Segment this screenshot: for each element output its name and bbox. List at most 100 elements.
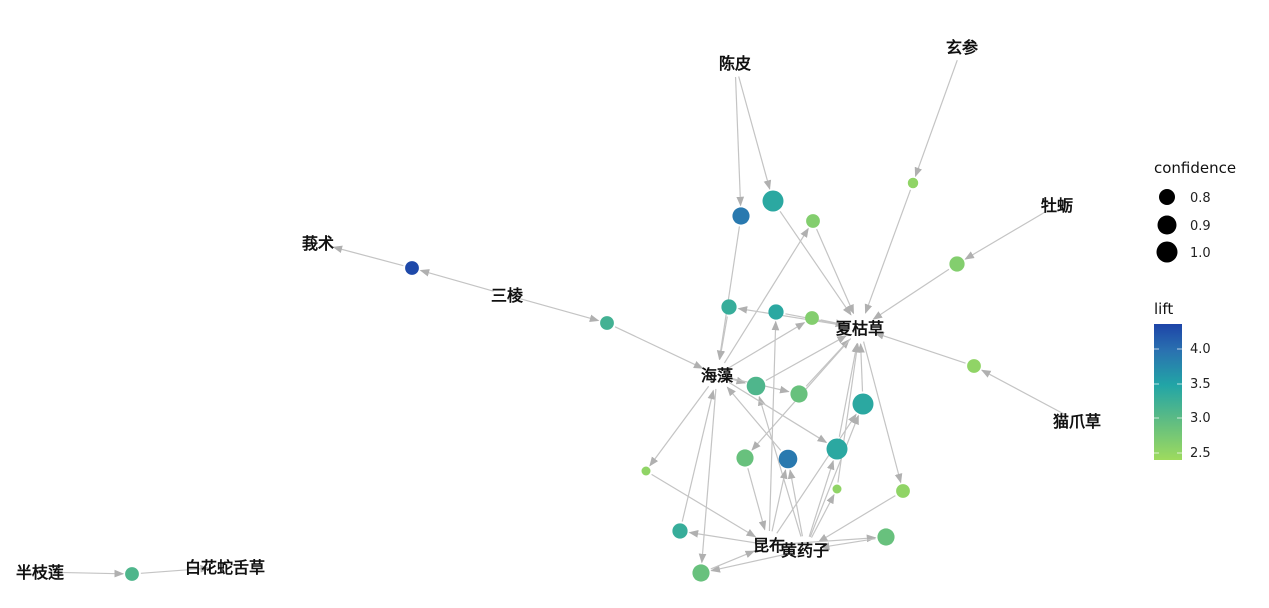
edge-lhs-to-rule [758,395,802,537]
edge-lhs-to-rule [710,552,792,573]
edge-lhs-to-rule [738,76,772,190]
rule-node-r17[interactable]: 昆布,黄药子 => 海藻 [778,449,798,469]
edge-rule-to-rhs [820,319,846,327]
edge-lhs-to-rule [730,376,747,385]
edges-layer [53,59,1065,578]
item-label: 玄参 [946,38,979,57]
edge-lhs-to-rule [862,341,903,484]
edge-lhs-to-rule [728,381,828,443]
size-legend-dot-0.8 [1159,189,1175,205]
rule-node-r1[interactable]: 陈皮 => 海藻 [732,207,750,225]
rule-node-r23[interactable]: 海藻,黄药子 => 昆布 [692,564,710,582]
edge-lhs-to-rule [809,414,859,538]
rule-node-r6[interactable]: 三棱 => 莪术 [405,261,419,275]
item-label: 半枝莲 [16,563,64,582]
color-legend-label: 3.0 [1190,411,1211,426]
edge-rule-to-rhs [710,550,756,570]
color-legend-title: lift [1154,300,1173,318]
item-label: 夏枯草 [835,319,884,338]
edge-lhs-to-rule [787,469,804,537]
edge-lhs-to-rule [419,269,494,292]
edge-lhs-to-rule [728,322,806,369]
edge-lhs-to-rule [723,227,809,364]
edge-rule-to-rhs [681,389,716,522]
edge-lhs-to-rule [53,569,125,578]
edge-rule-to-rhs [765,335,847,382]
item-label: 黄药子 [781,541,829,560]
edge-lhs-to-rule [734,76,745,207]
item-label: 陈皮 [719,54,751,73]
edge-rule-to-rhs [332,245,404,267]
edge-rule-to-rhs [614,326,704,369]
edge-rule-to-rhs [874,332,966,364]
rule-node-r11[interactable]: 猫爪草 => 夏枯草 [967,359,981,373]
item-label: 牡蛎 [1041,196,1073,215]
edge-lhs-to-rule [688,530,756,544]
edge-lhs-to-rule [782,534,877,545]
item-label: 昆布 [753,536,785,555]
rule-node-r12[interactable]: 海藻,黄药子 => 夏枯草 [746,376,766,396]
edge-lhs-to-rule [649,385,710,467]
edge-rule-to-rhs [747,468,767,531]
item-label: 猫爪草 [1053,412,1101,431]
edge-lhs-to-rule [981,369,1065,415]
item-label: 白花蛇舌草 [185,558,265,577]
item-label: 海藻 [701,366,734,385]
edge-rule-to-rhs [717,316,728,361]
edge-lhs-to-rule [914,59,958,178]
edge-lhs-to-rule [737,306,847,327]
rule-node-r16[interactable]: 夏枯草 => 昆布 [736,449,754,467]
rule-node-r22[interactable]: 昆布 => 黄药子 [877,528,895,546]
edge-rule-to-rhs [140,565,211,574]
edge-rule-to-rhs [857,343,865,392]
rule-node-r8[interactable]: 夏枯草 => 海藻 [721,299,737,315]
rule-node-r2[interactable]: 陈皮 => 夏枯草 [762,190,784,212]
rule-node-r4[interactable]: 玄参 => 夏枯草 [907,177,919,189]
legend: confidence 0.8 0.9 1.0 lift 4.0 3.5 3.0 … [1154,159,1236,461]
rule-node-r15[interactable]: 海藻 => 昆布 [641,466,651,476]
color-legend-label: 2.5 [1190,446,1211,461]
edge-rule-to-rhs [816,228,855,315]
size-legend-label: 0.9 [1190,219,1211,234]
edge-rule-to-rhs [716,226,741,361]
edge-lhs-to-rule [808,460,835,537]
edge-lhs-to-rule [810,493,835,538]
edge-lhs-to-rule [698,388,717,564]
rule-node-r5[interactable]: 牡蛎 => 夏枯草 [949,256,965,272]
rule-node-r7[interactable]: 三棱 => 海藻 [600,316,614,330]
rule-node-r21[interactable]: 昆布 => 海藻 [672,523,688,539]
size-legend-dot-1.0 [1156,241,1178,263]
rule-node-r24[interactable]: 半枝莲 => 白花蛇舌草 [125,567,139,581]
edge-lhs-to-rule [771,469,788,532]
rule-node-r20[interactable]: 夏枯草 => 黄药子 [896,484,910,498]
rule-node-r14[interactable]: 昆布,黄药子 => 夏枯草 [852,393,874,415]
edge-rule-to-rhs [819,538,876,550]
edge-lhs-to-rule [776,413,857,534]
edge-rule-to-rhs [838,342,860,437]
edge-rule-to-rhs [837,342,861,483]
lift-colorbar [1154,324,1182,460]
item-label: 莪术 [302,234,334,253]
rule-node-r13[interactable]: 海藻 => 夏枯草 [790,385,808,403]
rule-node-r18[interactable]: 海藻,黄药子 => 夏枯草 [826,438,848,460]
rule-node-r10[interactable]: 海藻 => 夏枯草 [805,311,819,325]
rule-node-r9[interactable]: 昆布 => 夏枯草 [768,304,784,320]
edge-rule-to-rhs [651,473,757,538]
edge-rule-to-rhs [779,210,852,316]
color-legend-label: 4.0 [1190,342,1211,357]
size-legend-label: 0.8 [1190,191,1211,206]
edge-lhs-to-rule [964,211,1046,260]
edge-rule-to-rhs [872,268,950,320]
size-legend-title: confidence [1154,159,1236,177]
edge-rule-to-rhs [817,495,896,543]
item-label: 三棱 [491,286,524,305]
size-legend-dot-0.9 [1157,215,1177,235]
rule-node-r19[interactable]: 黄药子 => 夏枯草 [832,484,842,494]
edge-lhs-to-rule [520,298,600,322]
rule-node-r3[interactable]: 海藻 => 夏枯草 [806,214,820,228]
edge-rule-to-rhs [864,189,912,314]
edge-rule-to-rhs [726,386,782,451]
